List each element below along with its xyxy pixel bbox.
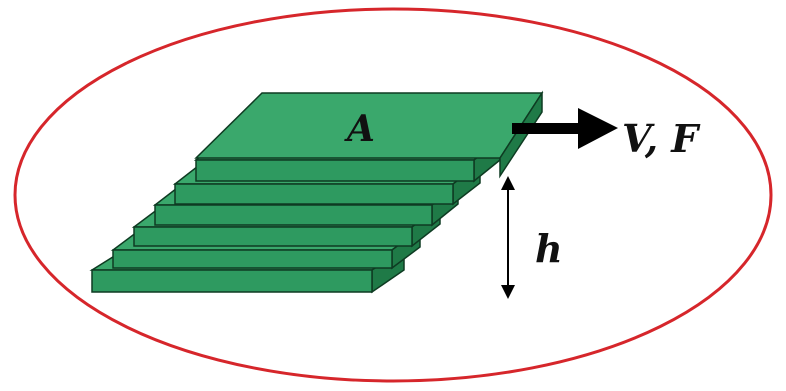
height-dimension-arrow bbox=[501, 176, 515, 299]
velocity-arrow bbox=[512, 108, 618, 149]
layer-front-face bbox=[91, 269, 373, 293]
layer-front-face bbox=[112, 249, 393, 269]
fluid-layer-stack bbox=[89, 90, 544, 294]
up-arrowhead-icon bbox=[501, 176, 515, 190]
velocity-force-label: V, F bbox=[622, 116, 701, 161]
layer-front-face bbox=[154, 204, 433, 226]
top-plate bbox=[194, 90, 544, 179]
arrowhead-icon bbox=[578, 108, 618, 149]
layer-front-face bbox=[133, 226, 413, 247]
layer-front-face bbox=[195, 159, 475, 182]
boundary-ellipse bbox=[13, 7, 773, 383]
down-arrowhead-icon bbox=[501, 285, 515, 299]
layer-front-face bbox=[174, 183, 454, 205]
top-plate-side bbox=[499, 90, 543, 179]
height-label: h bbox=[535, 226, 563, 271]
area-label: A bbox=[344, 108, 375, 150]
arrow-shaft bbox=[512, 123, 580, 134]
